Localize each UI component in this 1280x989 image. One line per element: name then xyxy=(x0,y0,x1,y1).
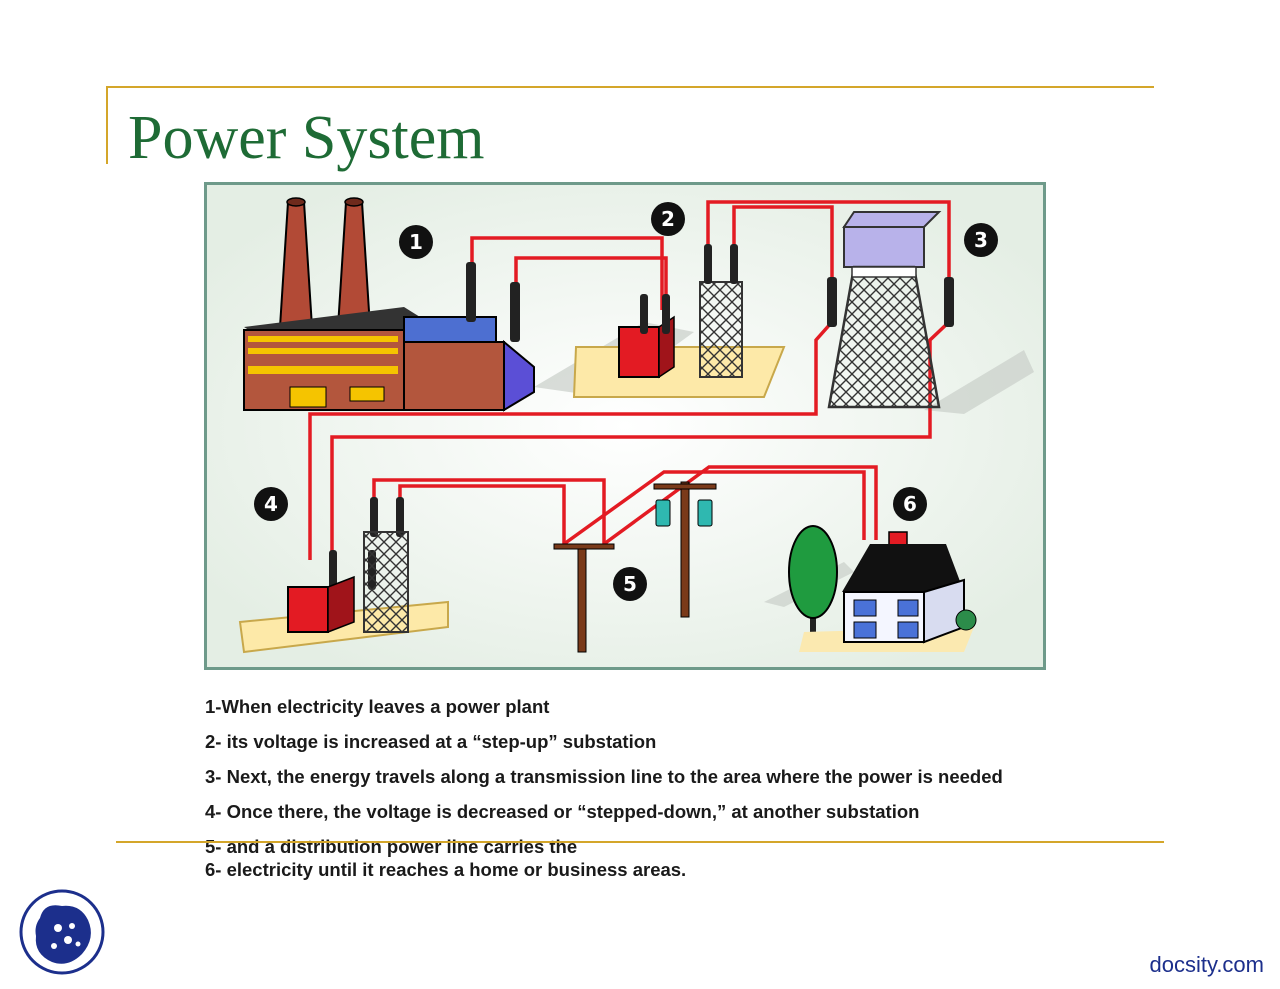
step-marker-1-label: 1 xyxy=(409,230,423,254)
step-marker-4 xyxy=(254,487,288,521)
step-marker-1 xyxy=(399,225,433,259)
step-marker-2-label: 2 xyxy=(661,207,675,231)
step-text-3: 3- Next, the energy travels along a tran… xyxy=(205,766,1003,787)
substation-icon xyxy=(572,281,786,398)
step-marker-3-label: 3 xyxy=(974,228,988,252)
step-marker-6-label: 6 xyxy=(903,492,917,516)
step-marker-4-label: 4 xyxy=(264,492,278,516)
step-text-4: 4- Once there, the voltage is decreased … xyxy=(205,801,920,822)
step-marker-3 xyxy=(964,223,998,257)
top-accent-rule xyxy=(106,86,1154,88)
bottom-accent-rule xyxy=(116,841,1164,843)
step-marker-5 xyxy=(613,567,647,601)
substation-icon xyxy=(238,531,449,654)
step-text-2: 2- its voltage is increased at a “step-u… xyxy=(205,731,657,752)
power-plant-icon xyxy=(243,197,535,412)
power-system-diagram: 1 2 3 4 5 6 xyxy=(204,182,1046,670)
utility-pole-icon xyxy=(553,481,717,653)
left-accent-rule xyxy=(106,86,108,164)
transmission-tower-icon xyxy=(827,211,942,409)
step-text-6: 6- electricity until it reaches a home o… xyxy=(205,859,687,880)
step-marker-5-label: 5 xyxy=(623,572,637,596)
house-icon xyxy=(799,531,977,652)
docsity-logo-icon xyxy=(19,889,105,975)
step-text-1: 1-When electricity leaves a power plant xyxy=(205,696,550,717)
diagram-step-markers: 1 2 3 4 5 6 xyxy=(254,202,998,601)
step-marker-6 xyxy=(893,487,927,521)
tree-icon xyxy=(788,525,838,632)
docsity-link[interactable]: docsity.com xyxy=(1149,952,1264,977)
step-text-5: 5- and a distribution power line carries… xyxy=(205,836,578,857)
slide-title: Power System xyxy=(128,104,485,172)
step-marker-2 xyxy=(651,202,685,236)
